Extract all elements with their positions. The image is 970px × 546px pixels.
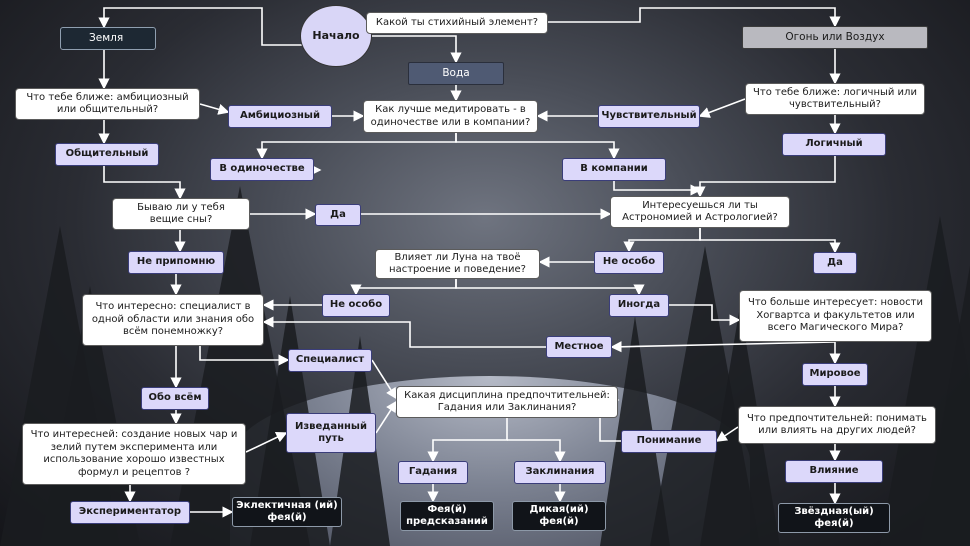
element-water: Вода <box>408 62 504 85</box>
question-create: Что интересней: создание новых чар и зел… <box>22 423 246 485</box>
connector-arrow <box>613 181 702 196</box>
answer-alone: В одиночестве <box>210 158 314 181</box>
connector-arrow <box>507 439 566 463</box>
connector-arrow <box>694 156 836 198</box>
connector-arrow <box>199 103 230 115</box>
pine-tree-decoration <box>880 216 970 546</box>
connector-arrow <box>256 133 457 160</box>
answer-logical: Логичный <box>782 133 886 156</box>
connector-arrow <box>375 400 397 434</box>
connector-arrow <box>455 279 645 296</box>
connector-arrow <box>698 98 746 118</box>
question-logic-feel: Что тебе ближе: логичный или чувствитель… <box>745 83 925 115</box>
answer-proven-path: Изведанный путь <box>286 413 376 453</box>
question-moon: Влияет ли Луна на твоё настроение и пове… <box>375 249 540 279</box>
answer-social: Общительный <box>55 143 159 166</box>
result-star: Звёздная(ый) фея(й) <box>778 503 890 533</box>
answer-ambitious: Амбициозный <box>228 105 332 128</box>
connector-arrow <box>715 426 739 442</box>
question-ambitious-social: Что тебе ближе: амбициозный или общитель… <box>15 88 200 120</box>
start-node: Начало <box>300 5 372 67</box>
answer-about-all: Обо всём <box>141 387 209 410</box>
connector-arrow <box>371 359 397 400</box>
answer-not-really-astro: Не особо <box>594 251 664 274</box>
question-understand: Что предпочтительней: понимать или влият… <box>738 406 936 444</box>
answer-influence: Влияние <box>785 460 883 483</box>
question-news: Что больше интересует: новости Хогвартса… <box>739 290 932 342</box>
answer-company: В компании <box>562 158 666 181</box>
answer-not-really-moon: Не особо <box>322 294 390 317</box>
answer-sensitive: Чувствительный <box>598 105 700 128</box>
answer-yes-dreams: Да <box>315 204 361 226</box>
result-wild: Дикая(ий) фея(й) <box>512 501 606 531</box>
connector-arrow <box>623 228 701 253</box>
connector-arrow <box>427 418 508 463</box>
connector-arrow <box>103 166 186 200</box>
connector-arrow <box>262 316 546 348</box>
answer-yes-astro: Да <box>813 252 857 274</box>
answer-world: Мировое <box>802 363 868 386</box>
answer-specialist: Специалист <box>288 349 372 372</box>
connector-arrow <box>610 341 836 353</box>
answer-dont-remember: Не припомню <box>128 251 224 274</box>
connector-arrow <box>98 7 336 46</box>
question-dreams: Бываю ли у тебя вещие сны? <box>112 198 250 230</box>
connector-arrow <box>350 279 457 296</box>
pine-tree-decoration <box>0 226 120 546</box>
question-element: Какой ты стихийный элемент? <box>366 12 548 34</box>
connector-arrow <box>699 228 841 254</box>
connector-arrow <box>669 304 741 326</box>
question-discipline: Какая дисциплина предпочтительней: Гадан… <box>396 386 618 418</box>
answer-divination: Гадания <box>398 461 468 484</box>
answer-sometimes: Иногда <box>609 294 669 317</box>
question-meditate: Как лучше медитировать - в одиночестве и… <box>363 100 538 133</box>
element-earth: Земля <box>60 27 156 50</box>
element-fire-air: Огонь или Воздух <box>742 26 928 49</box>
result-seer: Фея(й) предсказаний <box>400 501 494 531</box>
pine-tree-decoration <box>170 186 310 546</box>
answer-local: Местное <box>546 336 612 358</box>
question-astro: Интересуешься ли ты Астрономией и Астрол… <box>610 196 790 228</box>
connector-arrow <box>199 346 290 366</box>
connector-arrow <box>245 432 288 453</box>
connector-arrow <box>372 35 462 64</box>
answer-understanding: Понимание <box>621 430 717 453</box>
answer-experimenter: Экспериментатор <box>70 501 190 524</box>
connector-arrow <box>455 133 620 160</box>
result-eclectic: Эклектичная (ий) фея(й) <box>232 497 342 527</box>
answer-charms: Заклинания <box>514 461 606 484</box>
connector-arrow <box>548 7 841 28</box>
question-specialist: Что интересно: специалист в одной област… <box>82 294 264 346</box>
